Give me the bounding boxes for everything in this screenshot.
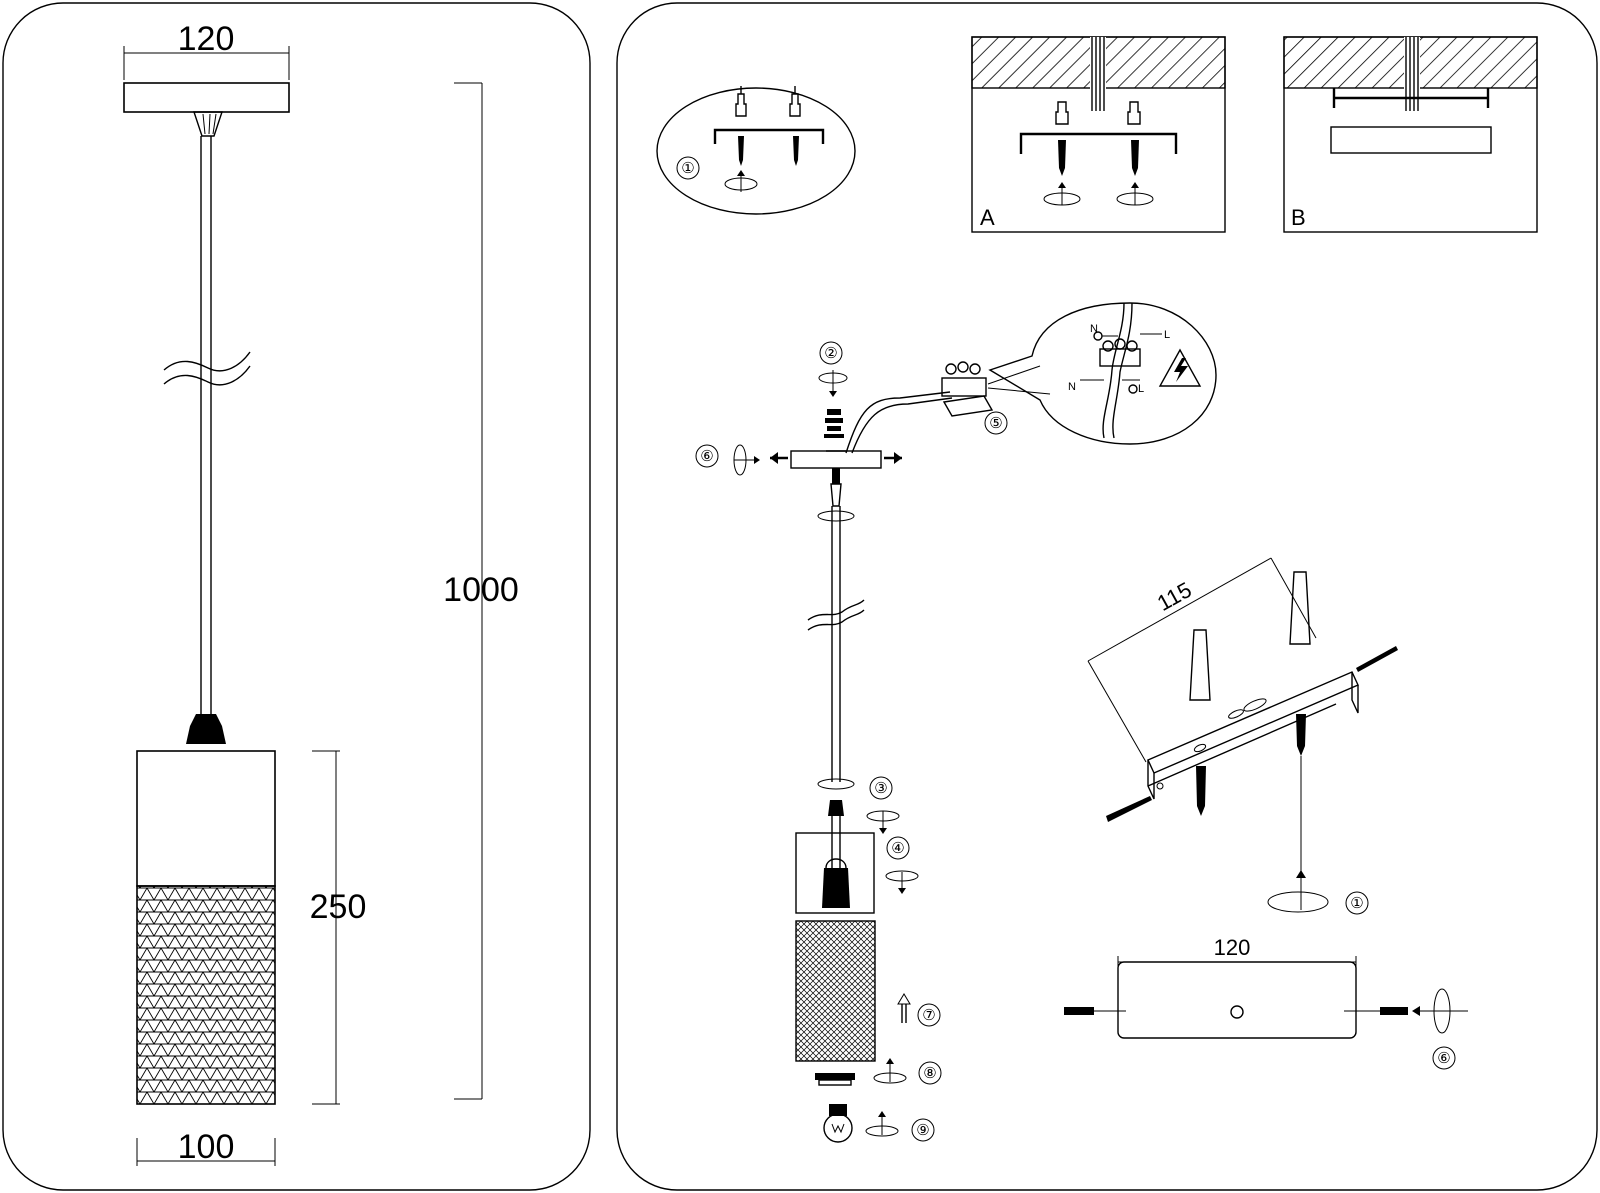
mounting-bracket-iso: 115 ①	[1087, 557, 1398, 915]
step7-marker: ⑦	[922, 1007, 935, 1024]
right-panel-frame	[616, 2, 1598, 1191]
step2-marker: ②	[824, 345, 837, 362]
high-voltage-warning-icon	[1158, 348, 1202, 387]
bracket-step6-marker: ⑥	[1437, 1050, 1450, 1067]
product-drawing: 120 1000 250 100	[123, 20, 519, 1166]
step1-detail: ①	[656, 86, 856, 215]
step1-marker: ①	[681, 160, 694, 177]
step9-marker: ⑨	[916, 1122, 929, 1139]
suspension-cord	[163, 136, 251, 714]
wiring-detail: N L N L	[988, 302, 1217, 445]
total-height-label: 1000	[443, 571, 519, 609]
shade-height-label: 250	[310, 888, 367, 926]
bracket-step1-marker: ①	[1350, 895, 1363, 912]
holder-nut	[186, 714, 226, 744]
canopy-width-label: 120	[178, 20, 235, 58]
step5-marker: ⑤	[989, 415, 1002, 432]
shade-width-label: 100	[178, 1128, 235, 1166]
shade-perforated	[136, 885, 276, 1105]
option-a-label: A	[980, 205, 995, 230]
wire-neutral-label-bottom: N	[1068, 381, 1076, 393]
cord-grip	[193, 111, 223, 137]
shade-upper	[136, 750, 276, 887]
canopy	[123, 82, 290, 113]
hole-spacing-label: 115	[1153, 577, 1196, 616]
option-b-label: B	[1291, 205, 1306, 230]
ceiling-option-a: A	[971, 36, 1226, 233]
wire-live-label-top: L	[1164, 329, 1170, 341]
step8-marker: ⑧	[923, 1065, 936, 1082]
wire-neutral-label-top: N	[1090, 323, 1098, 335]
wire-live-label-bottom: L	[1138, 383, 1144, 395]
step6-marker: ⑥	[700, 448, 713, 465]
bracket-length-label: 120	[1214, 935, 1251, 960]
step3-marker: ③	[874, 780, 887, 797]
step4-marker: ④	[891, 840, 904, 857]
exploded-view: ② ⑤ ⑥	[695, 341, 1051, 1143]
left-panel-frame	[2, 2, 591, 1191]
ceiling-option-b: B	[1283, 36, 1538, 233]
mounting-bracket-side: 120 ⑥	[1064, 935, 1468, 1070]
